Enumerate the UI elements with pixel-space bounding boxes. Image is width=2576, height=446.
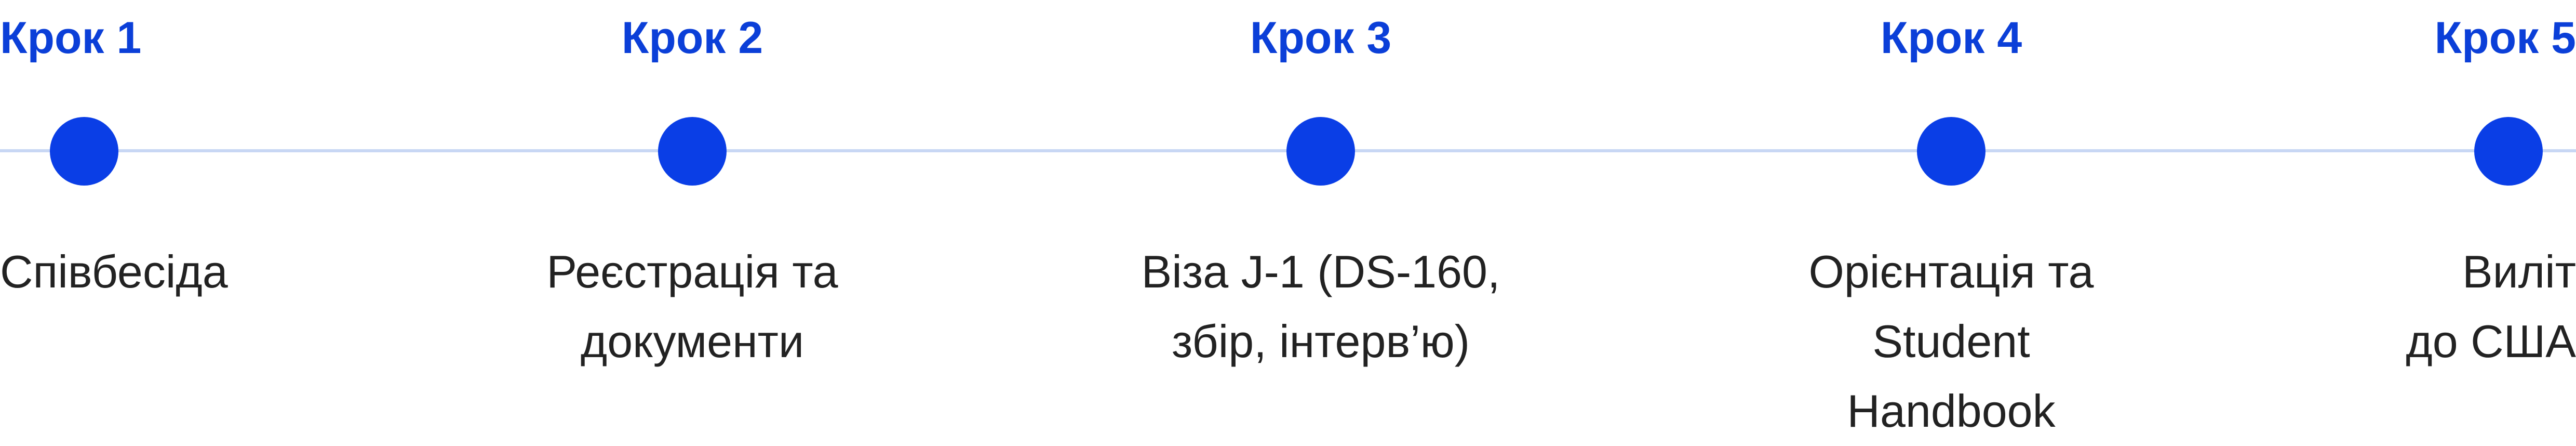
timeline-marker bbox=[658, 117, 727, 186]
step-description: Співбесіда bbox=[0, 246, 228, 297]
step-title: Крок 5 bbox=[2434, 13, 2576, 63]
timeline-step-5: Крок 5 Виліт до США bbox=[2109, 0, 2576, 441]
timeline-step-3: Крок 3 Віза J-1 (DS-160, збір, інтерв’ю) bbox=[1087, 0, 1554, 441]
timeline-step-1: Крок 1 Співбесіда bbox=[0, 0, 467, 441]
step-description: Орієнтація та Student Handbook bbox=[1808, 246, 2094, 437]
timeline-marker bbox=[50, 117, 118, 186]
timeline-step-4: Крок 4 Орієнтація та Student Handbook bbox=[1718, 0, 2185, 441]
timeline-step-2: Крок 2 Реєстрація та документи bbox=[459, 0, 926, 441]
timeline-marker bbox=[2474, 117, 2543, 186]
step-title: Крок 4 bbox=[1880, 13, 2022, 63]
timeline-marker bbox=[1286, 117, 1355, 186]
step-description: Виліт до США bbox=[2406, 246, 2576, 367]
step-description: Віза J-1 (DS-160, збір, інтерв’ю) bbox=[1141, 246, 1500, 367]
step-title: Крок 2 bbox=[621, 13, 763, 63]
step-title: Крок 1 bbox=[0, 13, 142, 63]
step-description: Реєстрація та документи bbox=[546, 246, 838, 367]
step-title: Крок 3 bbox=[1250, 13, 1392, 63]
timeline-marker bbox=[1917, 117, 1985, 186]
